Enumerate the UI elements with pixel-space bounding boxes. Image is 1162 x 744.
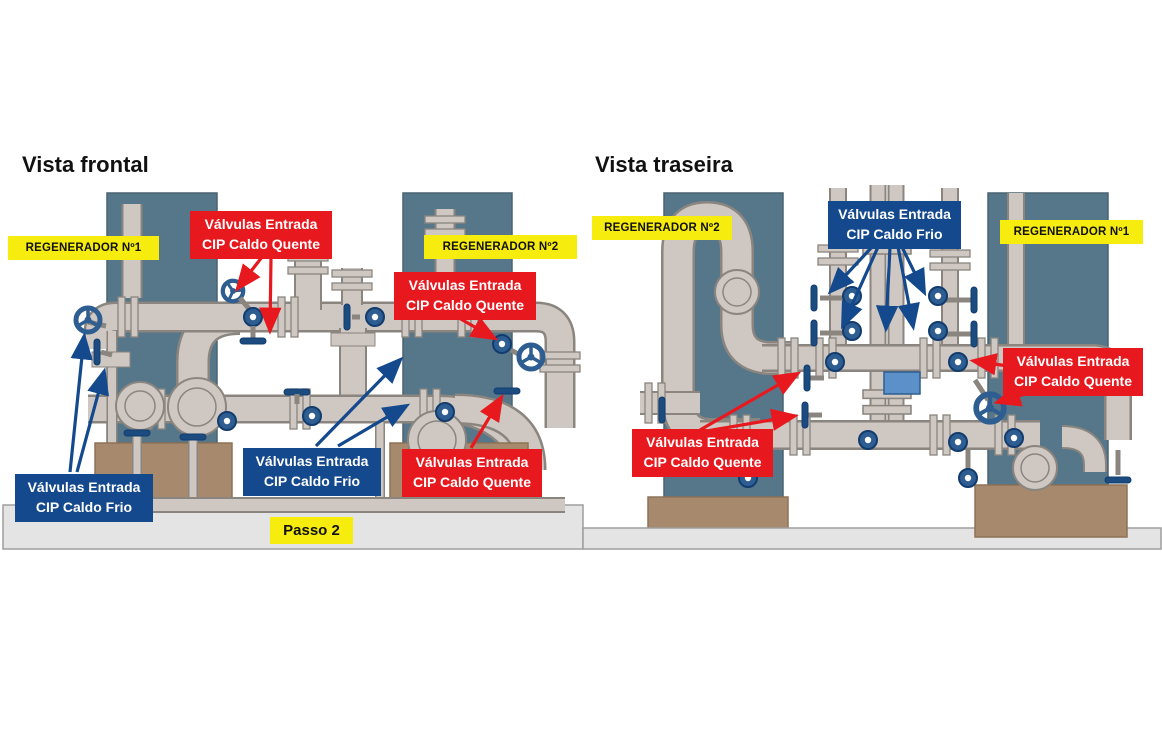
rear-regenerator-1-label: REGENERADOR Nº1 (1000, 220, 1143, 244)
rear-view-title: Vista traseira (595, 152, 733, 177)
flange-disc-icon (115, 377, 227, 437)
rear-cip-quente-right-label: Válvulas Entrada CIP Caldo Quente (1003, 348, 1143, 396)
blue-arrows-rear (827, 245, 927, 333)
rear-cip-frio-top-label: Válvulas Entrada CIP Caldo Frio (828, 201, 961, 249)
blue-arrows-front (68, 332, 411, 473)
rear-regenerator-2-label: REGENERADOR Nº2 (592, 216, 732, 240)
rear-cip-quente-left-label: Válvulas Entrada CIP Caldo Quente (632, 429, 773, 477)
step-label: Passo 2 (270, 517, 353, 544)
front-cip-frio-center-label: Válvulas Entrada CIP Caldo Frio (243, 448, 381, 496)
front-view-title: Vista frontal (22, 152, 149, 177)
front-cip-frio-left-label: Válvulas Entrada CIP Caldo Frio (15, 474, 153, 522)
front-regenerator-1-label: REGENERADOR Nº1 (8, 236, 159, 260)
front-cip-quente-right-label: Válvulas Entrada CIP Caldo Quente (394, 272, 536, 320)
front-regenerator-2-label: REGENERADOR Nº2 (424, 235, 577, 259)
front-cip-quente-top-label: Válvulas Entrada CIP Caldo Quente (190, 211, 332, 259)
front-cip-quente-bottom-label: Válvulas Entrada CIP Caldo Quente (402, 449, 542, 497)
